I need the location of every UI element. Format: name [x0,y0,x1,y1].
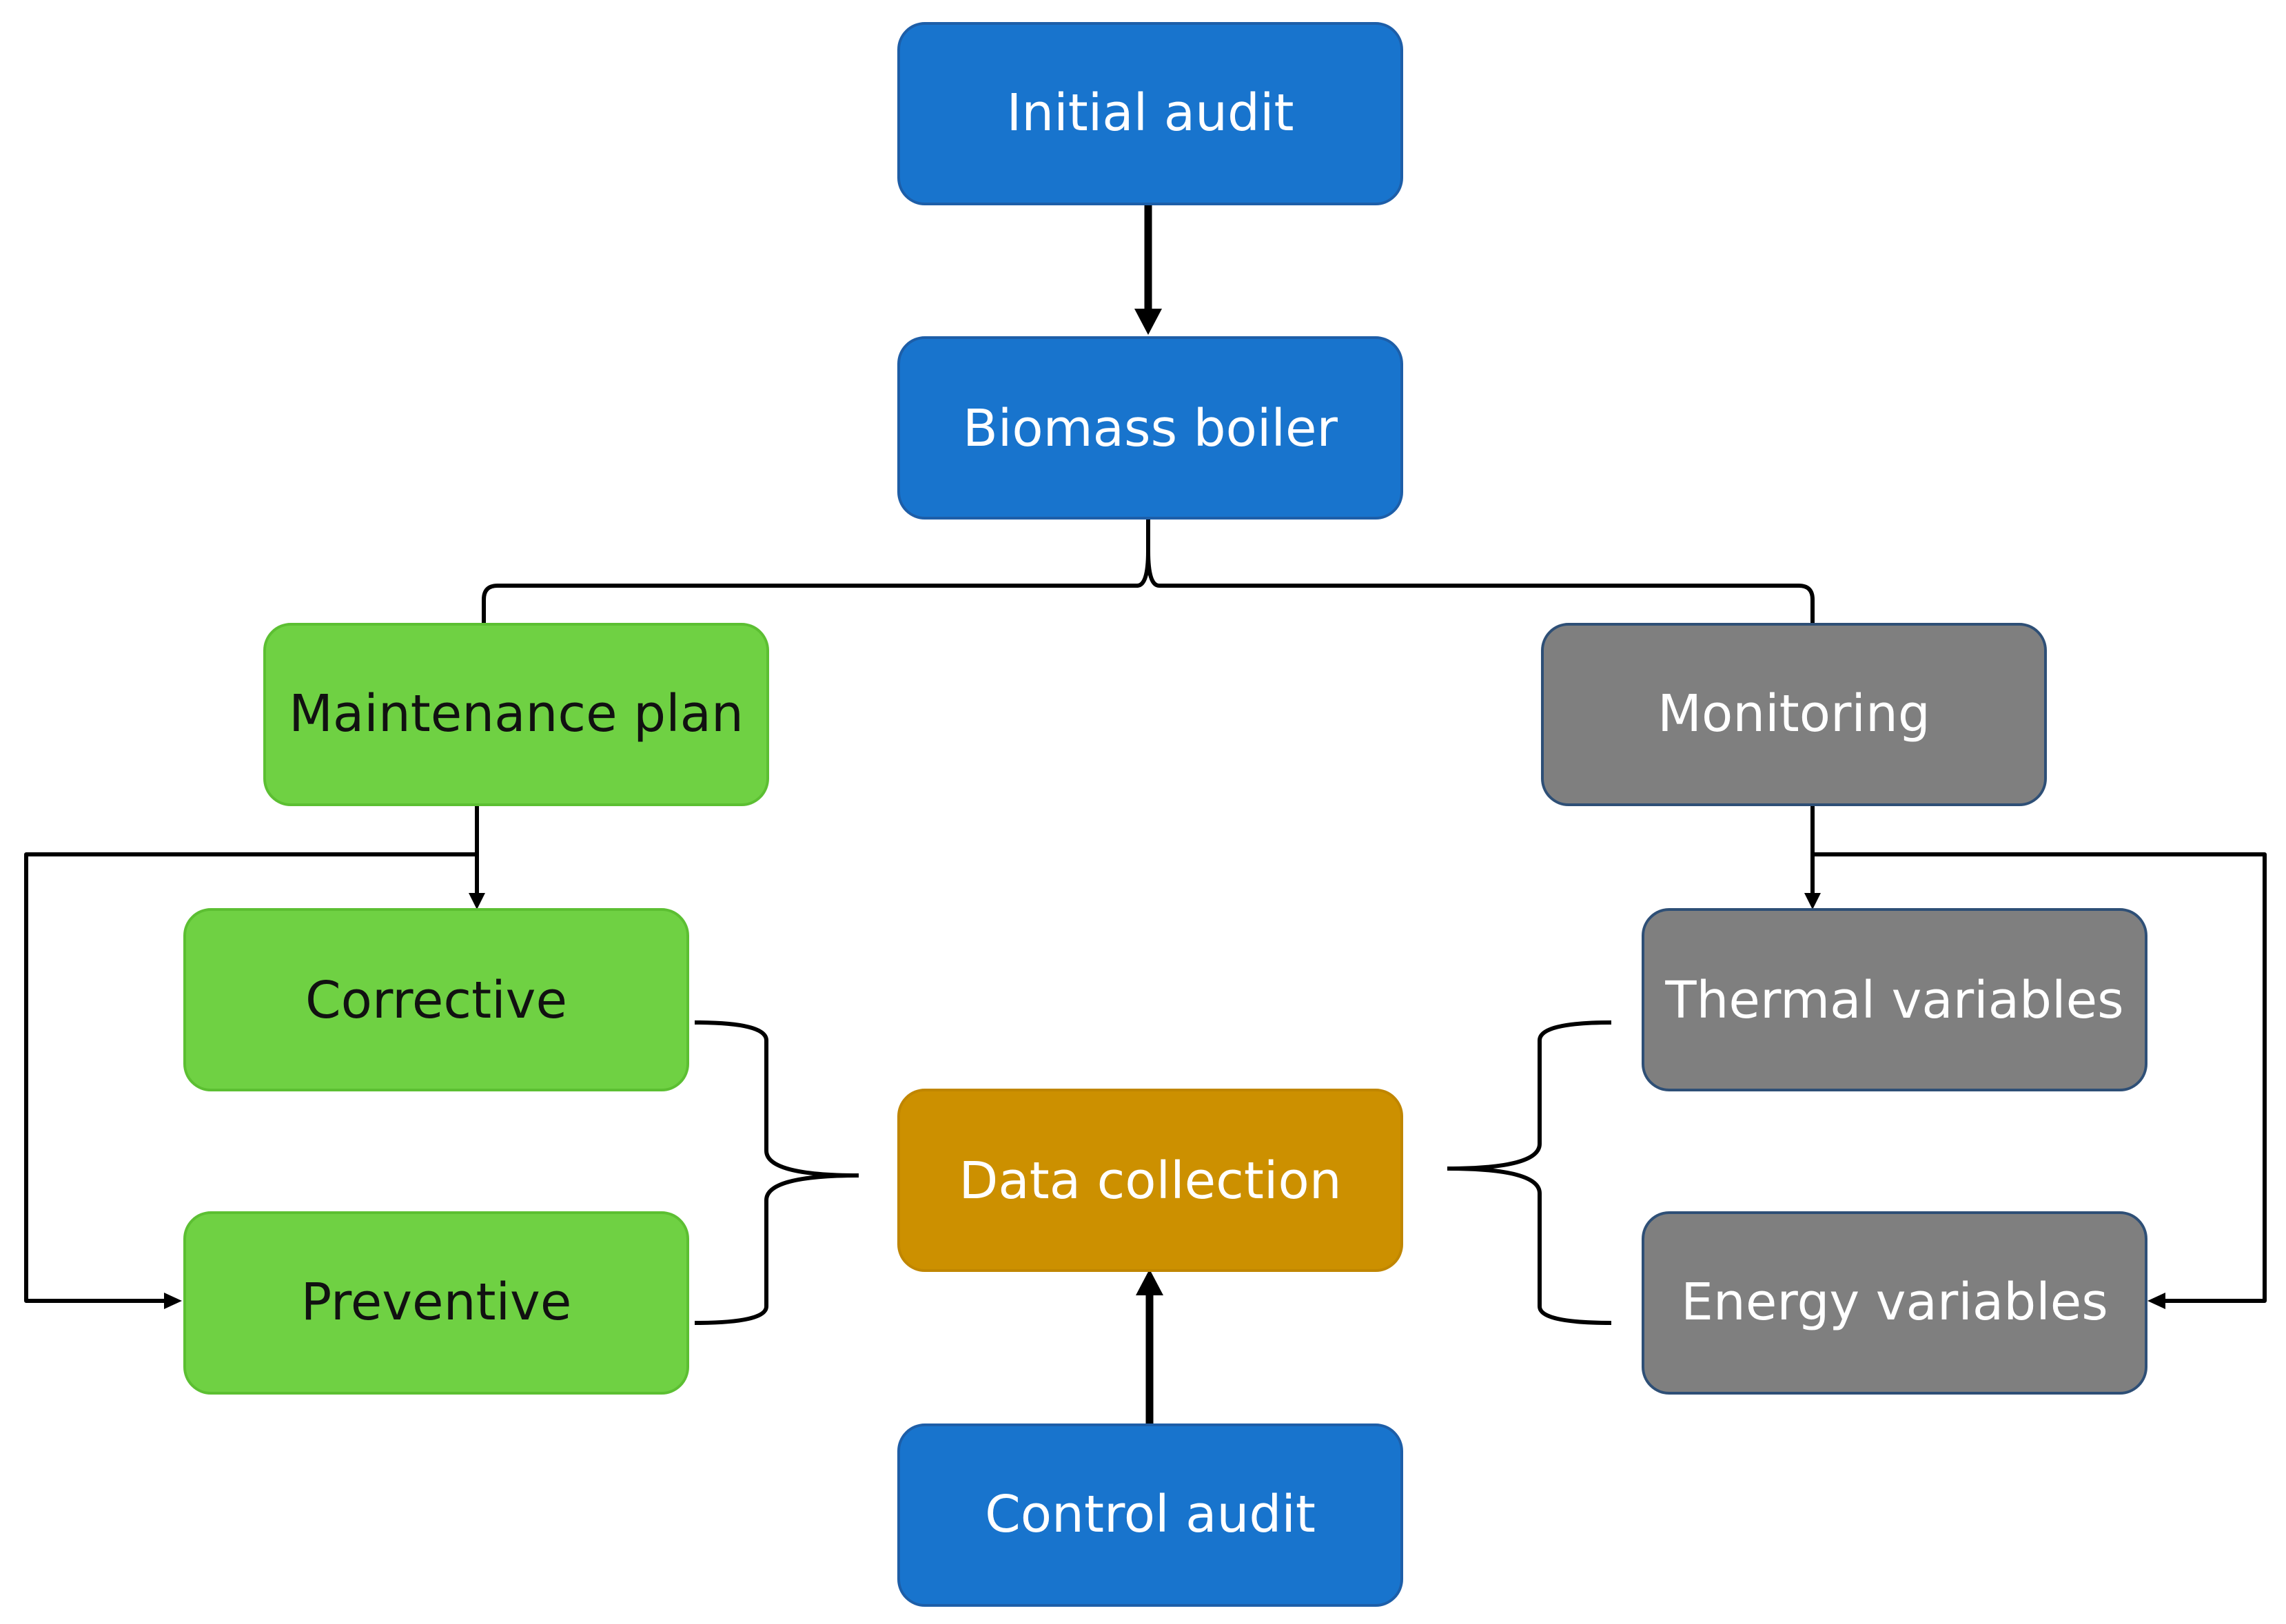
node-control-audit: Control audit [897,1423,1403,1607]
node-control-audit-label: Control audit [985,1485,1316,1544]
node-preventive-label: Preventive [301,1273,572,1332]
arrowhead-data-collection [1136,1269,1163,1295]
arrowhead-corrective [469,893,485,909]
node-maintenance-plan-label: Maintenance plan [289,684,744,743]
node-corrective-label: Corrective [305,971,567,1030]
line-maintenance-to-children [24,803,479,1303]
node-initial-audit: Initial audit [897,22,1403,205]
split-brace-boiler [482,503,1815,624]
node-preventive: Preventive [183,1211,689,1395]
line-monitoring-to-children [1810,803,2267,1303]
arrowhead-preventive [164,1293,182,1309]
node-corrective: Corrective [183,908,689,1091]
node-energy-variables-label: Energy variables [1681,1273,2108,1332]
arrowhead-boiler [1134,309,1162,335]
node-initial-audit-label: Initial audit [1006,83,1294,143]
node-monitoring-label: Monitoring [1657,684,1930,743]
node-maintenance-plan: Maintenance plan [263,623,769,806]
brace-right [1447,1020,1612,1325]
brace-left [694,1020,859,1325]
node-data-collection: Data collection [897,1089,1403,1272]
node-monitoring: Monitoring [1541,623,2047,806]
arrowhead-energy [2147,1293,2165,1309]
node-biomass-boiler: Biomass boiler [897,336,1403,520]
arrowhead-thermal [1804,893,1821,909]
node-data-collection-label: Data collection [959,1151,1341,1211]
node-thermal-variables-label: Thermal variables [1664,971,2123,1030]
node-thermal-variables: Thermal variables [1642,908,2147,1091]
node-energy-variables: Energy variables [1642,1211,2147,1395]
node-biomass-boiler-label: Biomass boiler [963,399,1338,458]
